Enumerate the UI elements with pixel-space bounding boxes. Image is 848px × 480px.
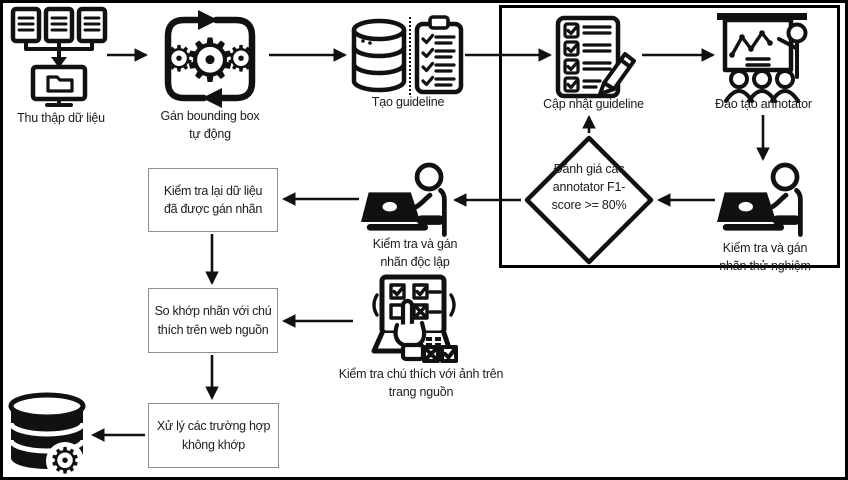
check-captions-label: Kiểm tra chú thích với ảnh trên trang ng… — [338, 367, 504, 399]
database-gear-icon: ⚙ — [8, 392, 86, 480]
svg-text:⚙: ⚙ — [163, 39, 195, 80]
clipboard-checklist-icon — [414, 15, 464, 95]
process-handle-mismatch-label: Xử lý các trường hợp không khớp — [156, 419, 271, 452]
training-group-box — [499, 5, 840, 268]
test-labeling-label: Kiểm tra và gán nhãn thử nghiệm — [719, 241, 811, 273]
documents-monitor-icon — [10, 6, 108, 107]
divider-dotted-line — [409, 17, 411, 95]
independent-labeling-label: Kiểm tra và gán nhãn độc lập — [372, 237, 458, 269]
decision-diamond — [524, 135, 654, 265]
process-match-labels-label: So khớp nhãn với chú thích trên web nguồ… — [154, 304, 272, 337]
database-icon — [351, 18, 407, 93]
collect-label: Thu thập dữ liệu — [17, 111, 105, 125]
decision-evaluate-label: Đánh giá các annotator F1- score >= 80% — [551, 162, 627, 212]
create-guideline-label: Tạo guideline — [371, 95, 445, 109]
checklist-pencil-icon — [555, 15, 636, 99]
presentation-training-icon — [717, 13, 808, 103]
process-match-labels: So khớp nhãn với chú thích trên web nguồ… — [148, 288, 278, 353]
process-recheck-data-label: Kiểm tra lại dữ liệu đã được gán nhãn — [163, 183, 263, 216]
train-annotator-label: Đào tạo annotator — [715, 97, 812, 111]
svg-text:⚙: ⚙ — [225, 39, 257, 80]
process-recheck-data: Kiểm tra lại dữ liệu đã được gán nhãn — [148, 168, 278, 232]
hand-touch-checklist-icon — [371, 274, 458, 363]
process-handle-mismatch: Xử lý các trường hợp không khớp — [148, 403, 279, 468]
auto-bbox-label: Gán bounding box tự động — [160, 109, 260, 141]
svg-text:⚙: ⚙ — [183, 26, 237, 96]
person-laptop-icon — [717, 162, 803, 237]
person-laptop-icon — [361, 162, 447, 237]
automation-gears-cycle-icon: ⚙ ⚙ ⚙ — [163, 10, 257, 108]
svg-text:⚙: ⚙ — [49, 441, 81, 480]
update-guideline-label: Cập nhật guideline — [543, 97, 644, 111]
